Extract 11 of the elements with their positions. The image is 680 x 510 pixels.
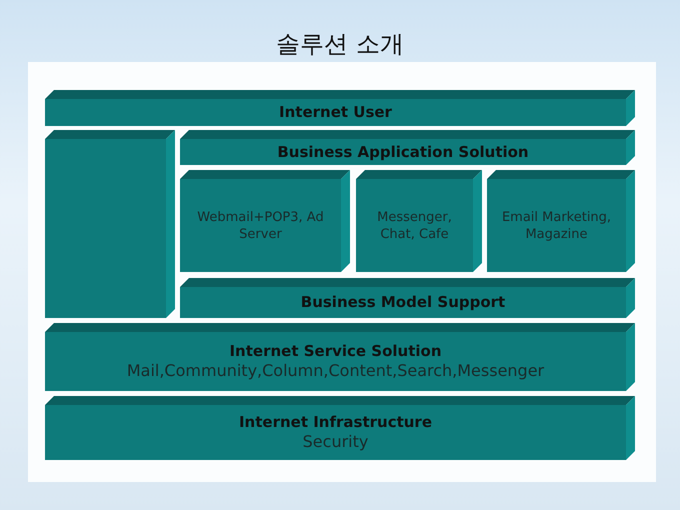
- block-heading: Internet Infrastructure: [238, 413, 432, 432]
- block-text: Messenger, Chat, Cafe: [376, 208, 453, 242]
- block-text: Security: [302, 432, 368, 452]
- block-heading: Internet User: [279, 103, 392, 122]
- block-heading: Business Application Solution: [277, 142, 529, 162]
- block-heading: Business Model Support: [300, 293, 506, 312]
- block-text: Email Marketing, Magazine: [500, 208, 612, 242]
- block-text: Mail,Community,Column,Content,Search,Messenger: [126, 361, 544, 381]
- slide-title: 솔루션 소개: [275, 29, 405, 60]
- block-text: Webmail+POP3, Ad Server: [196, 208, 325, 242]
- block-heading: Internet Service Solution: [229, 342, 442, 361]
